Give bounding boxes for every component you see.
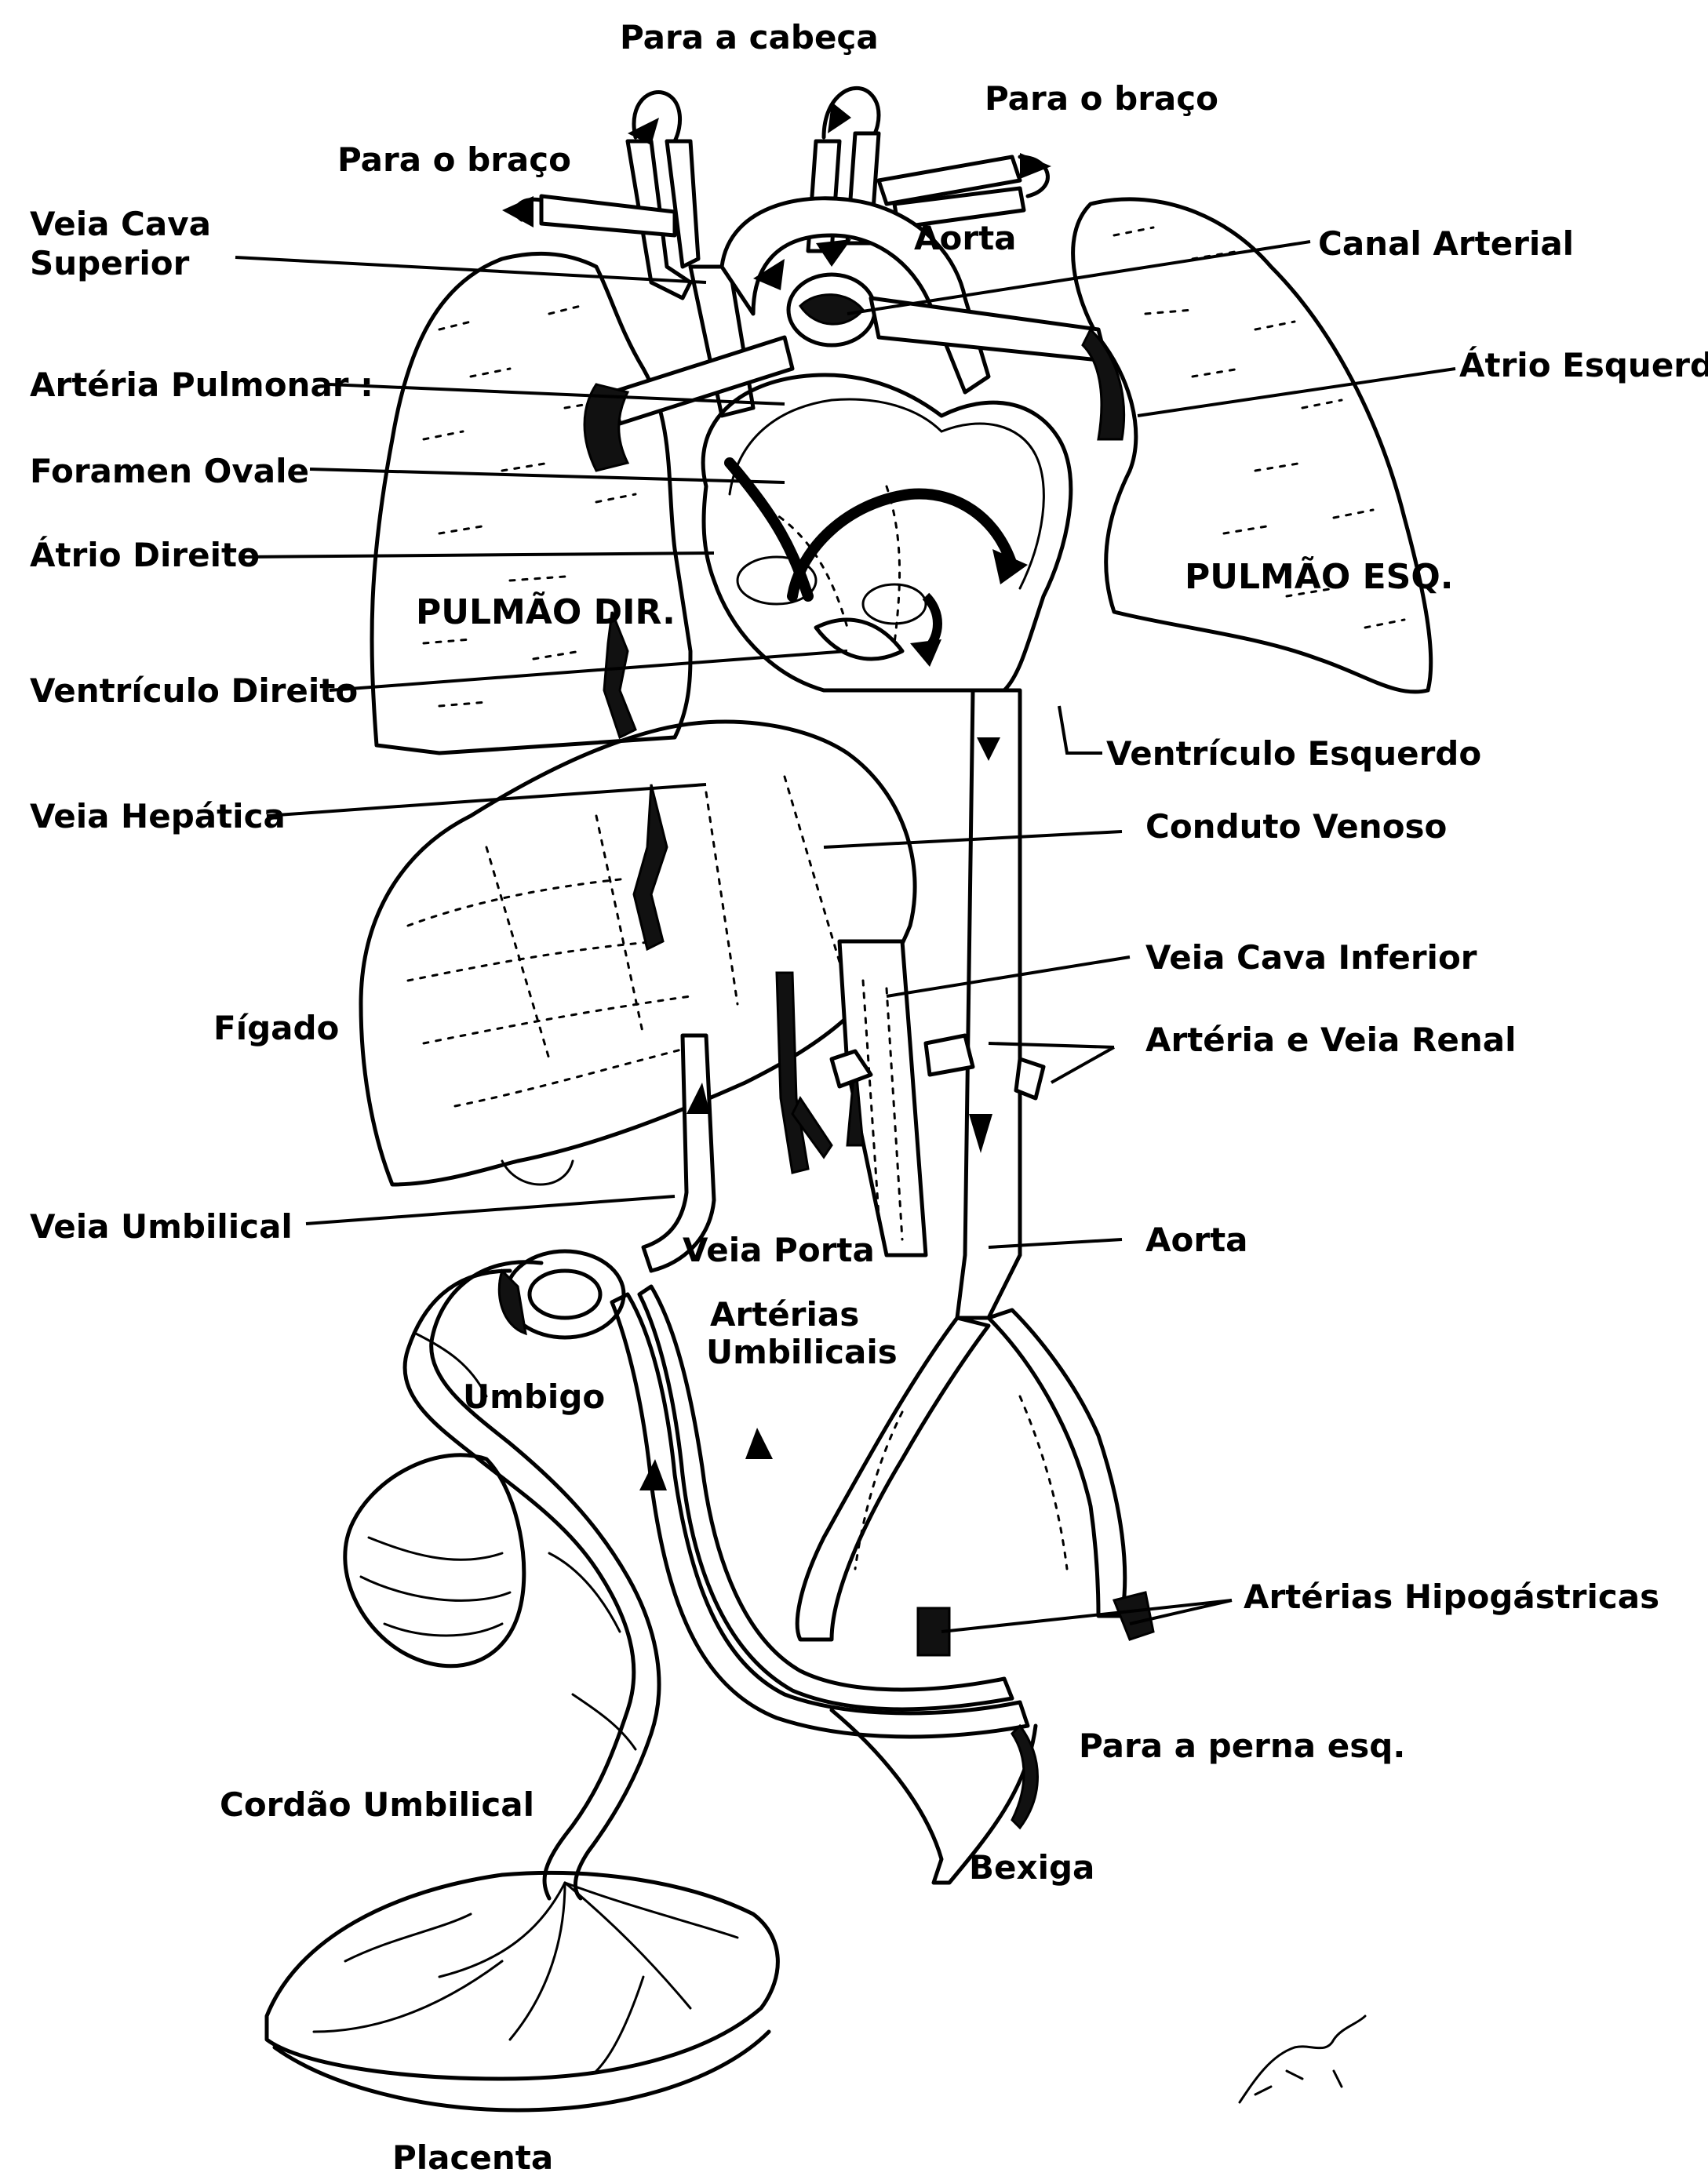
label-foramen-ovale: Foramen Ovale — [30, 452, 309, 490]
label-left-atrium: Átrio Esquerdo — [1459, 345, 1708, 384]
placenta — [267, 1872, 778, 2110]
right-lung — [372, 253, 690, 753]
descending-aorta — [957, 690, 1020, 1318]
label-svc-line2: Superior — [30, 244, 190, 282]
leader-lines — [235, 242, 1455, 1632]
label-svc-line1: Veia Cava — [30, 205, 211, 243]
label-navel: Umbigo — [463, 1378, 605, 1416]
navel — [499, 1251, 624, 1337]
label-left-leg: Para a perna esq. — [1079, 1727, 1405, 1765]
label-aorta-top: Aorta — [914, 219, 1017, 257]
label-pulmonary-artery: Artéria Pulmonar : — [30, 366, 373, 404]
label-arm-right: Para o braço — [337, 140, 571, 179]
label-umbilical-cord: Cordão Umbilical — [220, 1785, 534, 1824]
label-right-atrium: Átrio Direito — [30, 535, 260, 574]
label-arm-left: Para o braço — [985, 79, 1218, 118]
portal-vein — [777, 973, 832, 1173]
label-umbilical-arteries-line2: Umbilicais — [706, 1333, 898, 1371]
left-lung — [1073, 199, 1431, 692]
label-liver: Fígado — [213, 1009, 339, 1047]
label-bladder: Bexiga — [969, 1848, 1094, 1887]
label-placenta: Placenta — [392, 2138, 553, 2177]
artist-signature — [1240, 2016, 1365, 2102]
label-left-ventricle: Ventrículo Esquerdo — [1106, 734, 1481, 773]
inferior-vena-cava — [839, 941, 926, 1255]
label-ductus-venosus: Conduto Venoso — [1145, 807, 1447, 846]
label-renal: Artéria e Veia Renal — [1145, 1021, 1516, 1059]
label-hypogastric-arteries: Artérias Hipogástricas — [1244, 1578, 1659, 1616]
label-left-lung: PULMÃO ESQ. — [1185, 555, 1453, 597]
label-umbilical-vein: Veia Umbilical — [30, 1207, 293, 1246]
heart — [703, 375, 1071, 690]
label-right-ventricle: Ventrículo Direito — [30, 671, 358, 710]
label-head: Para a cabeça — [620, 18, 879, 56]
liver — [361, 722, 915, 1185]
label-portal-vein: Veia Porta — [683, 1231, 875, 1269]
label-ivc: Veia Cava Inferior — [1145, 938, 1477, 977]
label-umbilical-arteries-line1: Artérias — [710, 1295, 859, 1334]
label-right-lung: PULMÃO DIR. — [416, 591, 676, 632]
label-ductus-arteriosus: Canal Arterial — [1318, 224, 1574, 263]
label-hepatic-vein: Veia Hepática — [30, 797, 286, 835]
label-aorta-bottom: Aorta — [1145, 1221, 1248, 1259]
